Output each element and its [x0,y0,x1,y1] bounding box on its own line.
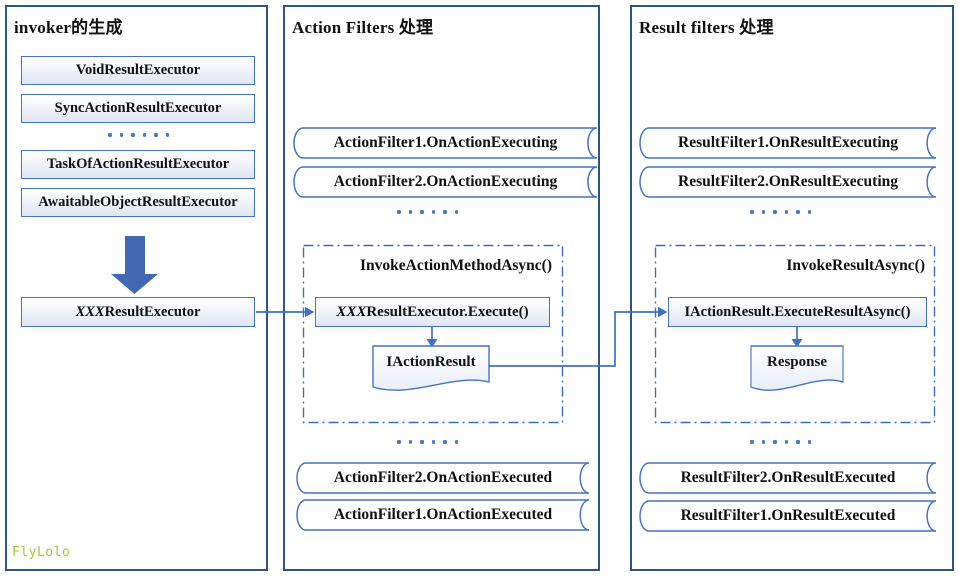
executor-label: VoidResultExecutor [75,62,201,78]
panel-invoker-generation [5,5,268,571]
result-filter2-executing-shape: ResultFilter2.OnResultExecuting [639,166,937,198]
filter-label: ResultFilter1.OnResultExecuted [680,507,896,524]
filter-label: ResultFilter2.OnResultExecuted [680,469,896,486]
xxx-result-executor-label: XXXResultExecutor [75,303,201,320]
ellipsis-dots [750,210,811,214]
xxx-result-executor-box: XXXResultExecutor [21,297,255,327]
executor-box-awaitable: AwaitableObjectResultExecutor [21,188,255,217]
execute-call-label: XXXResultExecutor.Execute() [336,303,529,320]
executor-box-void: VoidResultExecutor [21,56,255,85]
execute-result-call-label: IActionResult.ExecuteResultAsync() [684,303,911,320]
filter-label: ResultFilter1.OnResultExecuting [678,134,898,151]
filter-label: ActionFilter1.OnActionExecuted [333,506,553,523]
invoke-action-method-label: InvokeActionMethodAsync() [359,257,552,274]
ellipsis-dots [750,440,811,444]
filter-label: ActionFilter1.OnActionExecuting [333,134,558,151]
ellipsis-dots [108,133,169,137]
action-filter1-executing-shape: ActionFilter1.OnActionExecuting [293,127,598,159]
execute-result-call-box: IActionResult.ExecuteResultAsync() [668,297,927,327]
result-filter1-executed-shape: ResultFilter1.OnResultExecuted [639,500,937,532]
result-filter1-executing-shape: ResultFilter1.OnResultExecuting [639,127,937,159]
ellipsis-dots [397,210,458,214]
document-label: IActionResult [386,353,476,370]
response-document-shape: Response [750,345,844,392]
panel-title-result-filters: Result filters 处理 [639,18,774,37]
execute-call-box: XXXResultExecutor.Execute() [315,297,550,327]
panel-title-action-filters: Action Filters 处理 [292,18,434,37]
executor-label: TaskOfActionResultExecutor [46,156,230,172]
executor-box-taskof: TaskOfActionResultExecutor [21,150,255,179]
filter-label: ResultFilter2.OnResultExecuting [678,173,898,190]
panel-title-invoker: invoker的生成 [14,18,123,37]
watermark: FlyLolo [12,545,71,560]
action-filter1-executed-shape: ActionFilter1.OnActionExecuted [296,499,590,531]
document-label: Response [766,353,827,370]
filter-label: ActionFilter2.OnActionExecuting [333,173,558,190]
executor-label: SyncActionResultExecutor [54,100,222,116]
action-filter2-executed-shape: ActionFilter2.OnActionExecuted [296,462,590,494]
executor-box-sync: SyncActionResultExecutor [21,94,255,123]
invoke-result-label: InvokeResultAsync() [786,257,925,274]
result-filter2-executed-shape: ResultFilter2.OnResultExecuted [639,462,937,494]
filter-label: ActionFilter2.OnActionExecuted [333,469,553,486]
iactionresult-document-shape: IActionResult [372,345,490,392]
action-filter2-executing-shape: ActionFilter2.OnActionExecuting [293,166,598,198]
executor-label: AwaitableObjectResultExecutor [38,194,238,210]
ellipsis-dots [397,440,458,444]
